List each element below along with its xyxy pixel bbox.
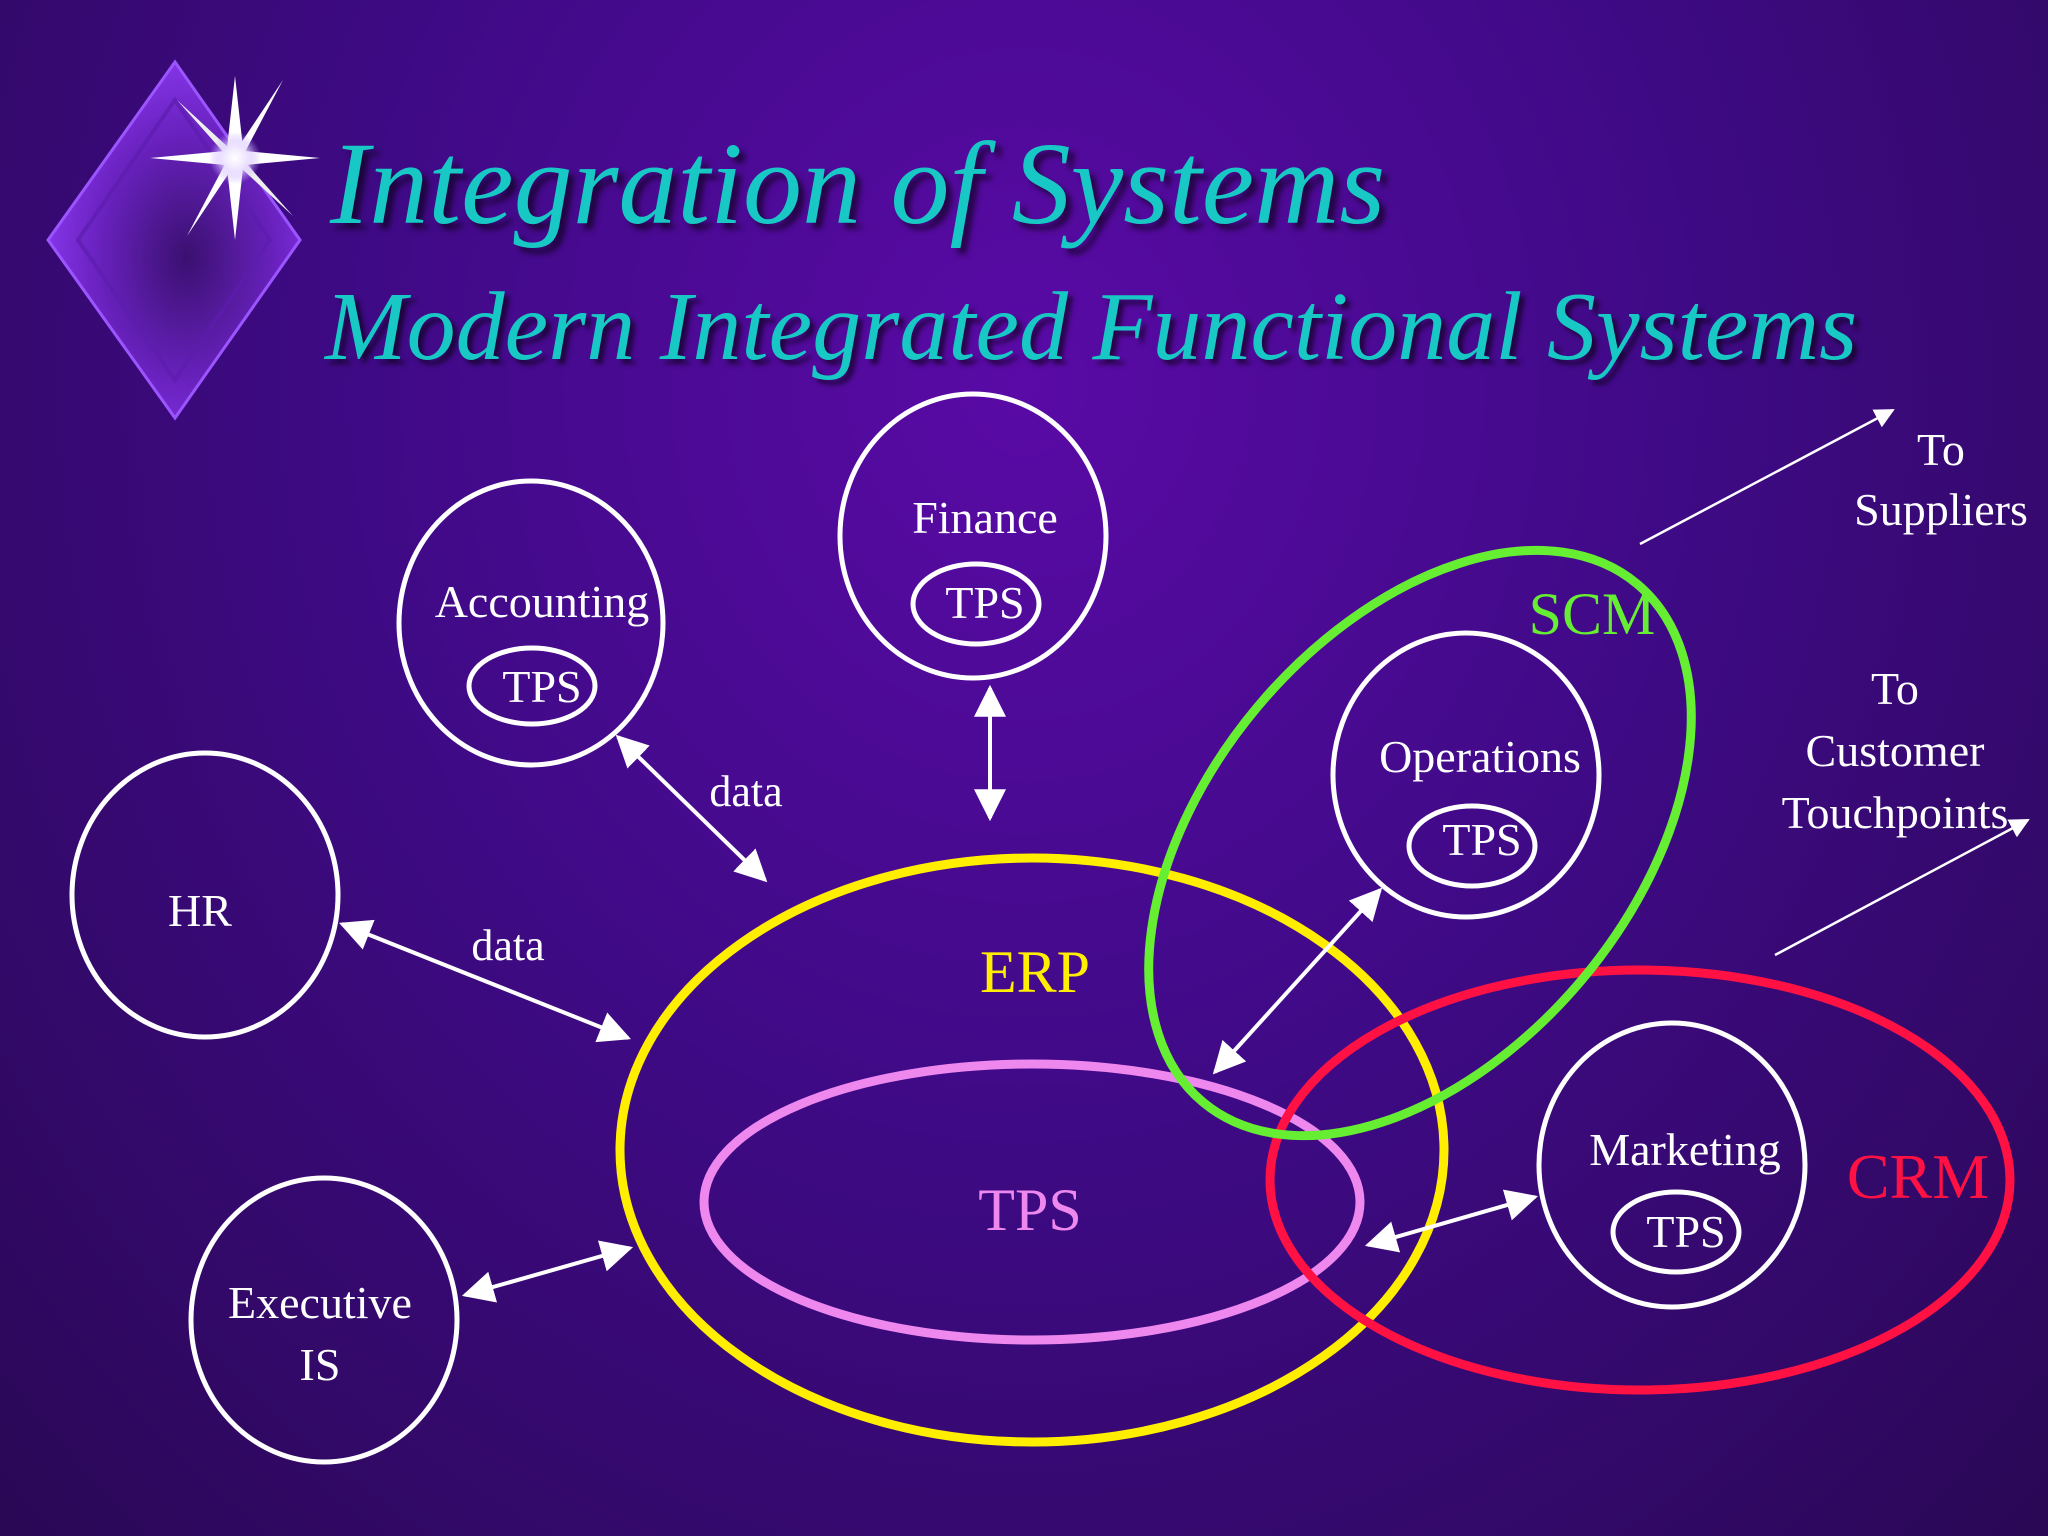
scm-label: SCM bbox=[1529, 581, 1656, 647]
tps-core-label: TPS bbox=[978, 1177, 1081, 1243]
slide-title: Integration of Systems bbox=[330, 118, 1386, 249]
scm-ellipse bbox=[1144, 545, 1696, 1141]
to-suppliers-arrow bbox=[1639, 408, 1895, 546]
hr-erp-arrow bbox=[339, 919, 631, 1043]
accounting-tps-oval bbox=[466, 645, 598, 727]
executive-label-line1: Executive bbox=[228, 1277, 412, 1328]
marketing-tps-label: TPS bbox=[1646, 1206, 1725, 1257]
erp-label: ERP bbox=[980, 939, 1090, 1005]
marketing-label: Marketing bbox=[1589, 1124, 1781, 1175]
finance-label: Finance bbox=[912, 492, 1058, 543]
operations-node bbox=[1330, 630, 1602, 920]
crm-label: CRM bbox=[1847, 1141, 1989, 1212]
accounting-erp-arrow bbox=[615, 734, 768, 883]
operations-label: Operations bbox=[1379, 731, 1581, 782]
to-customers-label-line3: Touchpoints bbox=[1782, 787, 2009, 838]
executive-label-line2: IS bbox=[300, 1339, 341, 1390]
to-customers-label-line2: Customer bbox=[1806, 725, 1985, 776]
to-suppliers-label-line1: To bbox=[1917, 424, 1965, 475]
tps-core-ellipse bbox=[699, 1059, 1365, 1345]
hr-data-label: data bbox=[471, 921, 544, 970]
to-suppliers-label-line2: Suppliers bbox=[1854, 484, 2028, 535]
accounting-data-label: data bbox=[709, 767, 782, 816]
executive-node bbox=[188, 1175, 460, 1465]
operations-tps-label: TPS bbox=[1442, 814, 1521, 865]
hr-node bbox=[69, 750, 341, 1040]
slide-subtitle: Modern Integrated Functional Systems bbox=[325, 273, 1858, 381]
marketing-node bbox=[1536, 1020, 1808, 1310]
crm-ellipse bbox=[1265, 965, 2015, 1395]
accounting-tps-label: TPS bbox=[502, 661, 581, 712]
to-customers-arrow bbox=[1774, 818, 2030, 957]
finance-node bbox=[837, 391, 1109, 681]
operations-tps-oval bbox=[1406, 803, 1538, 889]
accounting-node bbox=[396, 478, 666, 768]
executive-erp-arrow bbox=[461, 1240, 634, 1303]
finance-tps-oval bbox=[910, 561, 1042, 647]
accounting-label: Accounting bbox=[435, 576, 650, 627]
finance-tps-label: TPS bbox=[945, 577, 1024, 628]
hr-label: HR bbox=[168, 885, 232, 936]
marketing-tps-oval bbox=[1610, 1189, 1742, 1275]
erp-ellipse bbox=[615, 853, 1449, 1447]
operations-tps-arrow bbox=[1212, 887, 1383, 1075]
to-customers-label-line1: To bbox=[1871, 663, 1919, 714]
marketing-tps-arrow bbox=[1364, 1189, 1539, 1253]
